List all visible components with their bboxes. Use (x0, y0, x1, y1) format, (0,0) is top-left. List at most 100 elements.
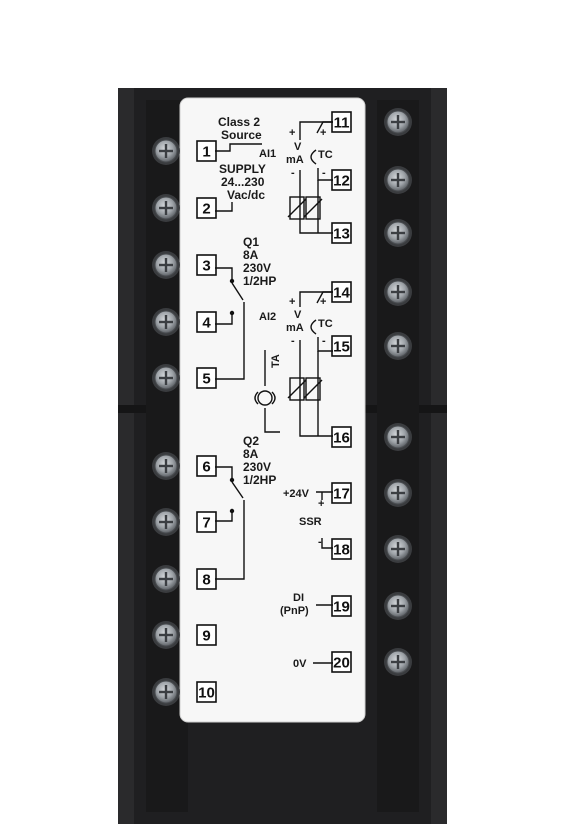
minus-d-text: - (322, 335, 326, 347)
terminal-screw-icon (152, 565, 180, 593)
vacdc-text: Vac/dc (227, 188, 265, 202)
terminal-screw-icon (384, 592, 412, 620)
source-text: Source (221, 128, 262, 142)
terminal-16: 16 (331, 426, 352, 448)
wiring-lines (215, 121, 333, 664)
terminal-7: 7 (196, 511, 217, 533)
terminal-10: 10 (196, 681, 217, 703)
ssr-text: SSR (299, 516, 322, 528)
terminal-number: 16 (333, 430, 350, 447)
terminal-screw-icon (384, 219, 412, 247)
terminal-12: 12 (331, 169, 352, 191)
terminal-number: 2 (202, 201, 210, 218)
terminal-screw-icon (384, 166, 412, 194)
pnp-text: (PnP) (280, 605, 309, 617)
ai1-text: AI1 (259, 148, 276, 160)
terminal-20: 20 (331, 651, 352, 673)
left-screw-column (152, 137, 180, 706)
terminal-screw-icon (384, 479, 412, 507)
terminal-number: 4 (202, 315, 211, 332)
ta-text: TA (270, 354, 282, 368)
voltage-range-text: 24...230 (221, 175, 265, 189)
terminal-screw-icon (152, 308, 180, 336)
terminal-8: 8 (196, 568, 217, 590)
class2-text: Class 2 (218, 115, 260, 129)
terminal-screw-icon (384, 423, 412, 451)
terminal-number: 3 (202, 258, 210, 275)
terminal-screw-icon (384, 332, 412, 360)
terminal-number: 5 (202, 371, 210, 388)
terminal-5: 5 (196, 367, 217, 389)
q1-amps-text: 8A (243, 248, 259, 262)
terminal-15: 15 (331, 335, 352, 357)
terminal-number: 11 (334, 115, 350, 132)
plus-c-text: + (289, 296, 295, 308)
q2-amps-text: 8A (243, 447, 259, 461)
terminal-13: 13 (331, 222, 352, 244)
tc2-text: TC (318, 318, 333, 330)
terminal-screw-icon (152, 621, 180, 649)
terminal-17: 17 (331, 482, 352, 504)
wiring-legend-text: Class 2 Source SUPPLY 24...230 Vac/dc Q1… (218, 115, 333, 670)
terminal-number: 12 (333, 173, 350, 190)
supply-text: SUPPLY (219, 162, 266, 176)
terminal-14: 14 (331, 281, 352, 303)
terminal-2: 2 (196, 197, 217, 219)
v1-text: V (294, 141, 302, 153)
terminal-6: 6 (196, 455, 217, 477)
terminal-screw-icon (152, 508, 180, 536)
plus-d-text: + (320, 296, 326, 308)
zero-v-text: 0V (293, 658, 307, 670)
terminal-19: 19 (331, 595, 352, 617)
terminal-11: 11 (331, 111, 352, 133)
q1-volts-text: 230V (243, 261, 271, 275)
terminal-screw-icon (384, 648, 412, 676)
terminal-number: 7 (202, 515, 210, 532)
terminal-1: 1 (196, 140, 217, 162)
di-text: DI (293, 592, 304, 604)
right-screw-column (384, 108, 412, 676)
terminal-number: 20 (333, 655, 350, 672)
v2-text: V (294, 309, 302, 321)
terminal-number: 19 (333, 599, 350, 616)
terminal-number: 8 (202, 572, 210, 589)
terminal-number: 15 (333, 339, 350, 356)
plus24v-text: +24V (283, 488, 310, 500)
tc1-text: TC (318, 149, 333, 161)
terminal-number: 9 (202, 628, 210, 645)
terminal-3: 3 (196, 254, 217, 276)
plus-e-text: + (318, 498, 324, 510)
wiring-label (179, 97, 366, 723)
terminal-number: 6 (202, 459, 210, 476)
q1-text: Q1 (243, 235, 259, 249)
terminal-screw-icon (152, 194, 180, 222)
terminal-screw-icon (384, 108, 412, 136)
terminal-screw-icon (152, 251, 180, 279)
terminal-screw-icon (152, 452, 180, 480)
minus-a-text: - (291, 167, 295, 179)
terminal-9: 9 (196, 624, 217, 646)
terminal-screw-icon (152, 364, 180, 392)
plus-a-text: + (289, 127, 295, 139)
minus-b-text: - (322, 167, 326, 179)
minus-e-text: - (318, 536, 322, 548)
terminal-number: 1 (202, 144, 210, 161)
terminal-screw-icon (384, 278, 412, 306)
q2-volts-text: 230V (243, 460, 271, 474)
terminal-number: 10 (198, 685, 215, 702)
plus-b-text: + (320, 127, 326, 139)
q2-text: Q2 (243, 434, 259, 448)
q2-hp-text: 1/2HP (243, 473, 276, 487)
terminal-4: 4 (196, 311, 217, 333)
terminal-number: 17 (333, 486, 350, 503)
q1-hp-text: 1/2HP (243, 274, 276, 288)
ai2-text: AI2 (259, 311, 276, 323)
terminal-number: 13 (333, 226, 350, 243)
terminal-screw-icon (384, 535, 412, 563)
terminal-screw-icon (152, 137, 180, 165)
minus-c-text: - (291, 335, 295, 347)
terminal-number: 14 (333, 285, 350, 302)
terminal-18: 18 (331, 538, 352, 560)
